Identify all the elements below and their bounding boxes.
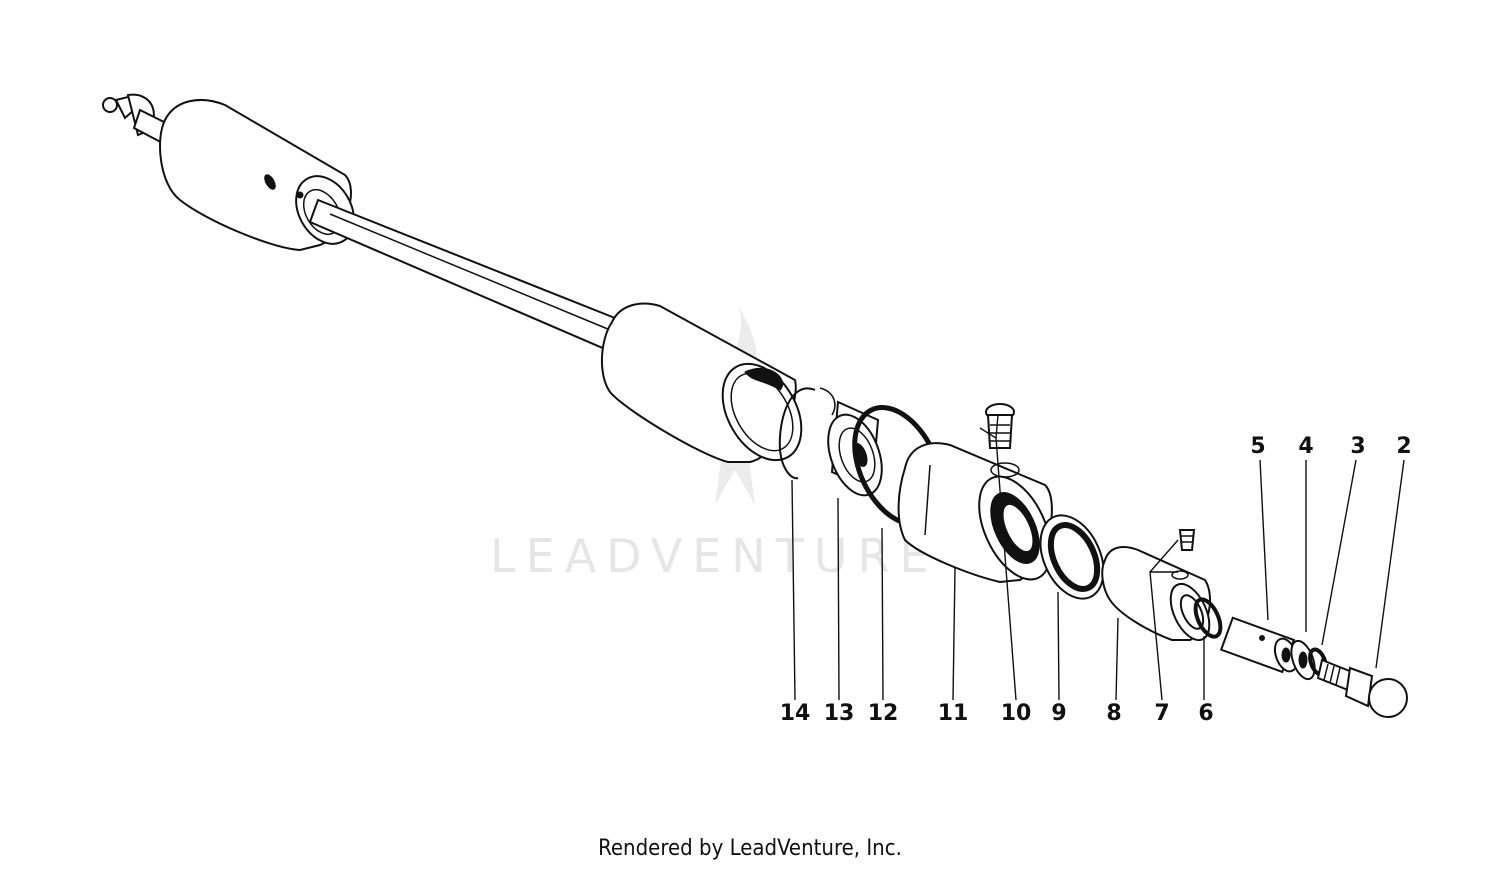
middle-housing [600,302,803,463]
shaft [308,198,627,354]
part-14-snap-ring [778,387,836,480]
part-label-6: 6 [1198,701,1213,726]
part-label-4: 4 [1298,434,1313,459]
part-10-screw [985,403,1015,449]
part-5-sleeve [1219,616,1299,674]
part-label-7: 7 [1154,701,1169,726]
part-label-14: 14 [780,701,811,726]
watermark-text: LEADVENTURE [490,529,939,583]
render-caption: Rendered by LeadVenture, Inc. [598,836,902,861]
part-label-12: 12 [868,701,899,726]
part-label-5: 5 [1250,434,1265,459]
part-label-11: 11 [938,701,969,726]
part-4-washer [1290,639,1316,681]
part-9-seal [1039,514,1105,600]
part-label-10: 10 [1001,701,1032,726]
part-label-2: 2 [1396,434,1411,459]
part-11-cylinder-body [897,442,1053,584]
left-housing-assembly [102,93,355,252]
part-labels: 14 13 12 11 10 9 8 7 6 5 4 3 2 [780,434,1412,726]
part-label-3: 3 [1350,434,1365,459]
part-6-o-ring [1193,597,1223,639]
part-label-8: 8 [1106,701,1121,726]
part-label-9: 9 [1051,701,1066,726]
part-2-ball-stud [1316,658,1408,718]
leader-lines [791,414,1405,701]
part-7-set-screw [1178,529,1196,551]
part-label-13: 13 [824,701,855,726]
